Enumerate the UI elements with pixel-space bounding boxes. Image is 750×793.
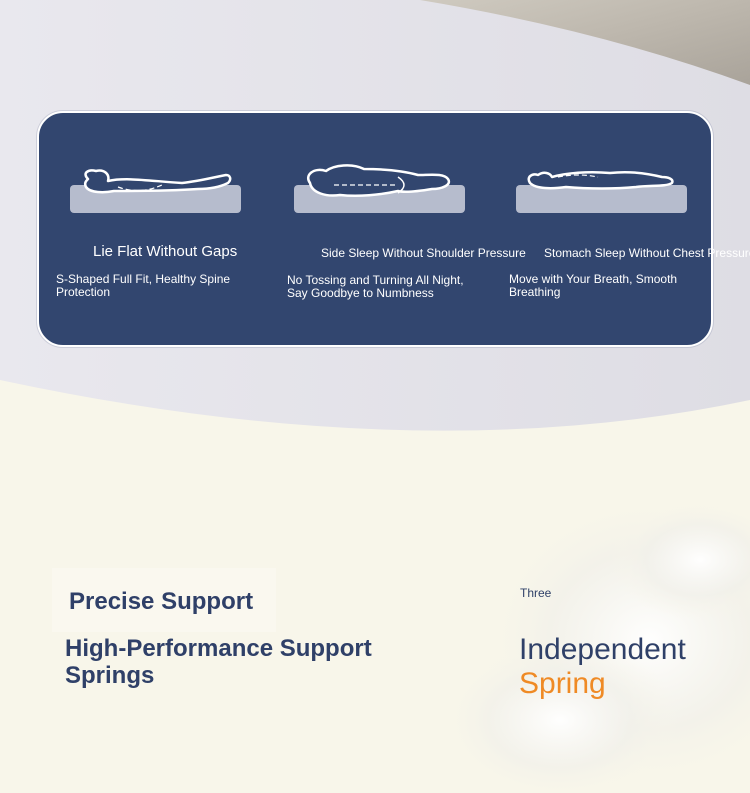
feature-title: Stomach Sleep Without Chest Pressure xyxy=(544,246,750,260)
precise-support-label: Precise Support xyxy=(69,588,254,615)
feature-description: Move with Your Breath, Smooth Breathing xyxy=(509,272,678,299)
stomach-sleep-figure-icon xyxy=(516,161,688,217)
side-sleep-figure-icon xyxy=(294,161,466,217)
lying-flat-figure-icon xyxy=(70,161,242,217)
feature-title: Side Sleep Without Shoulder Pressure xyxy=(321,246,526,260)
spring-count-label: Three xyxy=(520,586,552,600)
precise-support-backdrop xyxy=(52,568,276,632)
independent-heading: Independent xyxy=(519,633,686,666)
feature-description: No Tossing and Turning All Night, Say Go… xyxy=(287,273,464,300)
sleep-positions-card: Lie Flat Without Gaps S-Shaped Full Fit,… xyxy=(37,111,750,347)
feature-title: Lie Flat Without Gaps xyxy=(93,243,238,260)
support-springs-heading: High-Performance Support Springs xyxy=(65,635,372,689)
feature-description: S-Shaped Full Fit, Healthy Spine Protect… xyxy=(56,272,231,299)
spring-heading: Spring xyxy=(519,667,606,700)
